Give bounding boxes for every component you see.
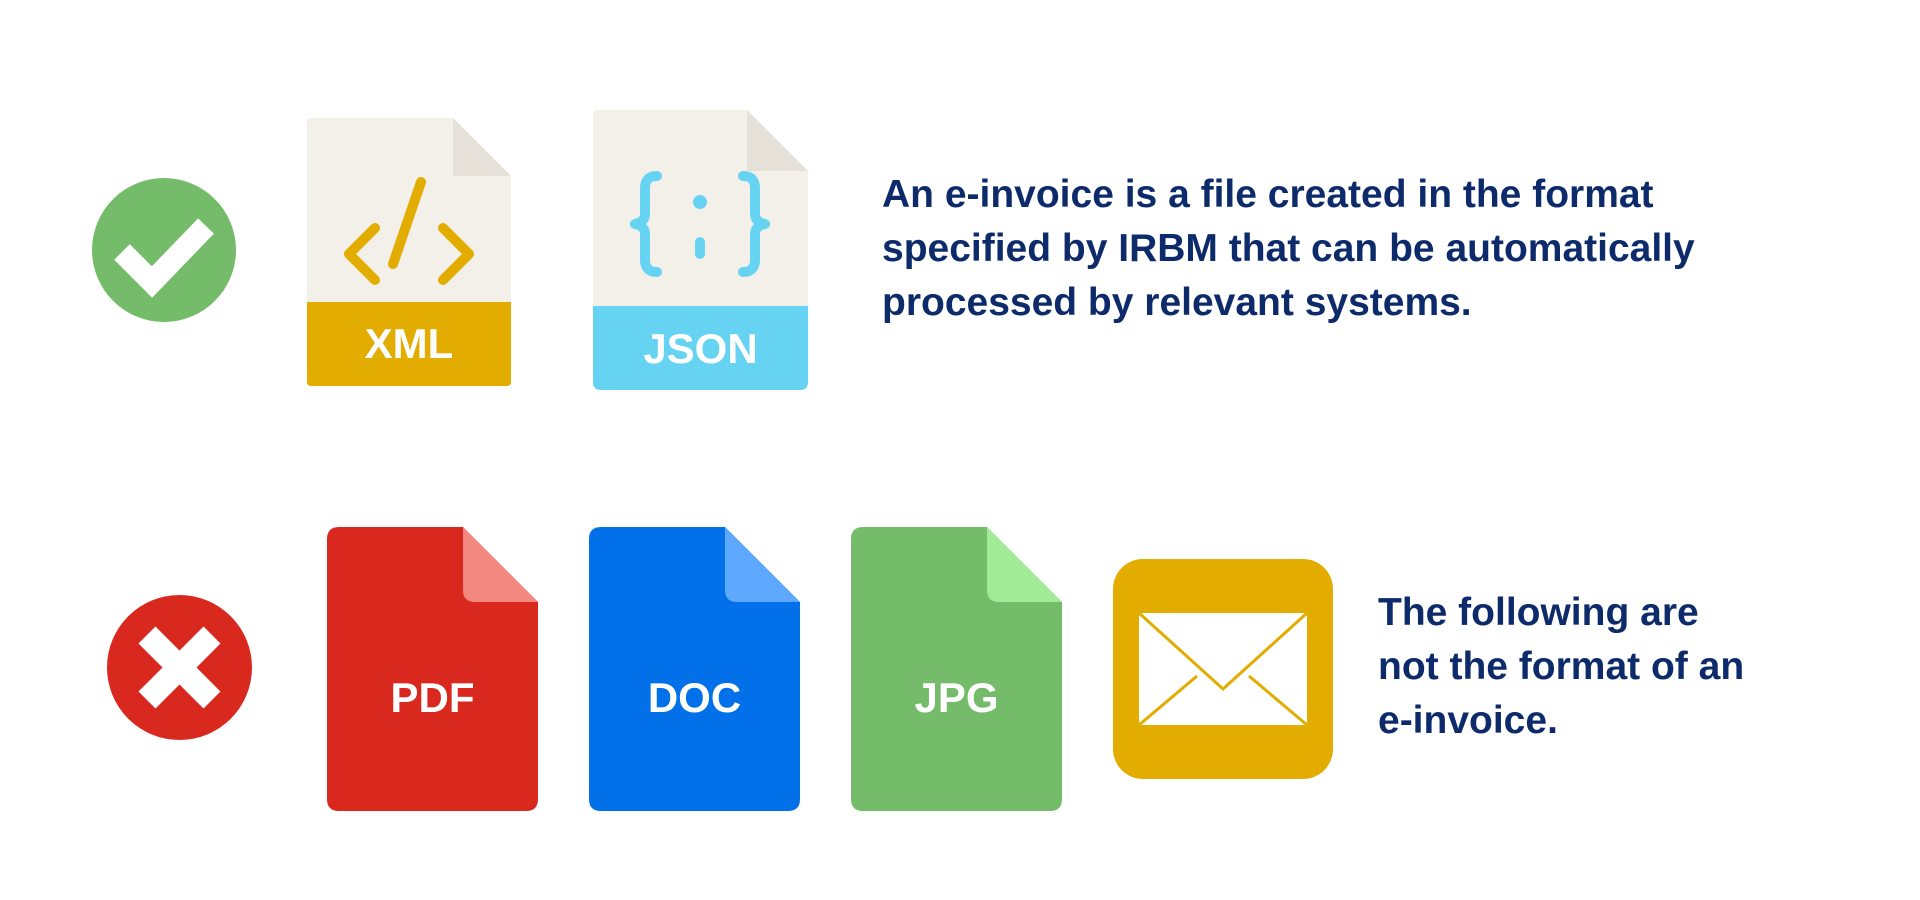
description-line: An e-invoice is a file created in the fo… — [882, 173, 1654, 216]
cross-icon — [107, 595, 252, 740]
jpg-file-icon: JPG — [851, 527, 1062, 811]
description-line: e-invoice. — [1378, 699, 1558, 742]
jpg-label: JPG — [914, 674, 999, 721]
envelope-icon — [1113, 559, 1333, 779]
description-line: specified by IRBM that can be automatica… — [882, 227, 1695, 270]
xml-label: XML — [364, 320, 454, 367]
json-file-icon: JSON — [593, 110, 808, 390]
valid-format-description: An e-invoice is a file created in the fo… — [882, 168, 1695, 330]
doc-file-icon: DOC — [589, 527, 800, 811]
description-line: processed by relevant systems. — [882, 281, 1472, 324]
invalid-format-description: The following are not the format of an e… — [1378, 586, 1744, 748]
description-line: not the format of an — [1378, 645, 1745, 688]
doc-label: DOC — [647, 674, 742, 721]
json-label: JSON — [643, 325, 758, 372]
check-icon — [92, 178, 236, 322]
xml-file-icon: XML — [307, 118, 511, 386]
code-icon — [344, 177, 474, 285]
pdf-file-icon: PDF — [327, 527, 538, 811]
pdf-label: PDF — [390, 674, 475, 721]
braces-icon — [630, 171, 770, 277]
description-line: The following are — [1378, 591, 1699, 634]
